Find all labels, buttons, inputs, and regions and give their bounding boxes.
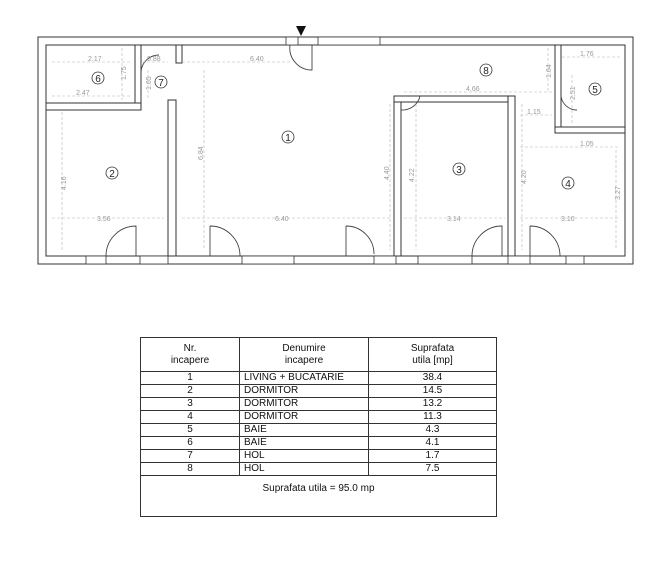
cell-nr: 2 [140,384,240,398]
table-total-row: Suprafata utila = 95.0 mp [140,475,497,502]
dim-label: 3.14 [447,216,461,223]
header-name: Denumire incapere [239,337,369,372]
room-marker-3 [452,162,466,176]
dim-label: 3.10 [561,216,575,223]
header-area-text: Suprafata utila [mp] [410,342,455,366]
cell-area: 14.5 [368,384,497,398]
cell-name: BAIE [239,436,369,450]
dim-label: 3.27 [615,186,622,200]
dim-label: 4.40 [384,166,391,180]
cell-area: 4.3 [368,423,497,437]
table-row: 8 HOL 7.5 [140,462,497,476]
cell-area: 11.3 [368,410,497,424]
room-number: 6 [95,74,101,85]
dim-label: 1.15 [527,109,541,116]
table-row: 4 DORMITOR 11.3 [140,410,497,424]
header-name-text: Denumire incapere [282,342,326,366]
cell-area: 1.7 [368,449,497,463]
dim-label: 2.17 [88,56,102,63]
dim-label: 4.16 [61,176,68,190]
room-marker-7 [154,75,168,89]
cell-area: 38.4 [368,371,497,385]
room-number: 2 [109,169,115,180]
header-area: Suprafata utila [mp] [368,337,497,372]
dim-label: 4.22 [409,168,416,182]
dim-label: 2.47 [76,90,90,97]
dim-label: 2.51 [570,86,577,100]
room-area-table: Nr. incapere Denumire incapere Suprafata… [140,337,497,517]
table-row: 5 BAIE 4.3 [140,423,497,437]
cell-area: 13.2 [368,397,497,411]
table-header-row: Nr. incapere Denumire incapere Suprafata… [140,337,497,372]
room-marker-6 [91,71,105,85]
dim-label: 6.84 [198,146,205,160]
dimension-lines [52,48,620,250]
footer-cell [140,502,497,517]
room-markers [91,63,602,190]
cell-area: 7.5 [368,462,497,476]
dim-label: 0.88 [147,56,161,63]
entrance-arrow-icon [296,26,306,36]
table-row: 6 BAIE 4.1 [140,436,497,450]
room-marker-2 [105,166,119,180]
cell-nr: 8 [140,462,240,476]
room-number: 7 [158,78,164,89]
dim-label: 4.66 [466,86,480,93]
cell-name: HOL [239,462,369,476]
interior-walls [45,44,626,257]
cell-name: DORMITOR [239,410,369,424]
cell-name: DORMITOR [239,384,369,398]
dim-label: 1.64 [546,64,553,78]
header-nr: Nr. incapere [140,337,240,372]
room-marker-1 [281,130,295,144]
total-area: Suprafata utila = 95.0 mp [140,475,497,502]
cell-area: 4.1 [368,436,497,450]
room-number: 1 [285,133,291,144]
room-number: 3 [456,165,462,176]
table-row: 7 HOL 1.7 [140,449,497,463]
room-marker-4 [561,176,575,190]
room-number: 5 [592,85,598,96]
room-number: 8 [483,66,489,77]
cell-name: LIVING + BUCATARIE [239,371,369,385]
cell-name: DORMITOR [239,397,369,411]
cell-nr: 5 [140,423,240,437]
cell-name: HOL [239,449,369,463]
cell-nr: 4 [140,410,240,424]
dim-label: 6.40 [250,56,264,63]
room-marker-8 [479,63,493,77]
cell-nr: 1 [140,371,240,385]
dim-label: 1.65 [146,76,153,90]
table-row: 2 DORMITOR 14.5 [140,384,497,398]
table-row: 3 DORMITOR 13.2 [140,397,497,411]
header-nr-text: Nr. incapere [170,342,210,366]
dim-label: 6.40 [275,216,289,223]
floor-plan: 2.17 0.88 6.40 1.75 1.65 2.47 1.76 1.64 … [37,26,634,265]
cell-name: BAIE [239,423,369,437]
dimension-labels: 2.17 0.88 6.40 1.75 1.65 2.47 1.76 1.64 … [61,51,622,223]
cell-nr: 6 [140,436,240,450]
door-swings [105,44,578,257]
dim-label: 1.76 [580,51,594,58]
cell-nr: 7 [140,449,240,463]
dim-label: 4.20 [521,170,528,184]
table-row: 1 LIVING + BUCATARIE 38.4 [140,371,497,385]
table-footer-row [140,502,497,517]
dim-label: 1.75 [121,66,128,80]
dim-label: 1.05 [580,141,594,148]
room-number: 4 [565,179,571,190]
room-marker-5 [588,82,602,96]
cell-nr: 3 [140,397,240,411]
windows [85,36,585,265]
dim-label: 3.56 [97,216,111,223]
